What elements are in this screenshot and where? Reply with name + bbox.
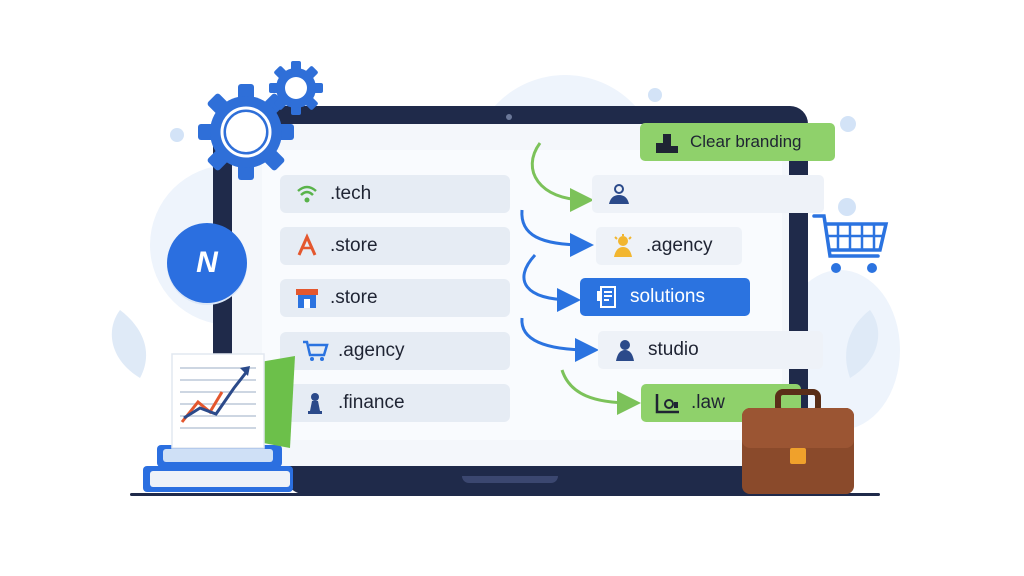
- document-icon: [594, 284, 620, 310]
- clear-branding-badge[interactable]: Clear branding: [640, 123, 835, 161]
- leaf-decoration: [111, 310, 147, 378]
- brand-logo: N: [167, 223, 247, 303]
- pawn-icon: [302, 390, 328, 416]
- book-pages: [150, 471, 290, 487]
- right-item-studio[interactable]: studio: [598, 331, 823, 369]
- right-item-people[interactable]: [592, 175, 824, 213]
- scale-icon: [655, 390, 681, 416]
- item-label: Clear branding: [690, 132, 802, 151]
- decor-dot: [838, 198, 856, 216]
- camera-icon: [506, 114, 512, 120]
- right-item-solutions[interactable]: solutions: [580, 278, 750, 316]
- person-icon: [612, 337, 638, 363]
- chart-paper-icon: [171, 353, 295, 449]
- book-top-pages: [163, 449, 273, 462]
- a-logo-icon: [294, 233, 320, 259]
- domain-label: .tech: [330, 183, 372, 204]
- item-label: .law: [691, 392, 725, 413]
- cart-icon: [302, 338, 329, 364]
- leaf-decoration: [846, 310, 879, 378]
- domain-row-finance[interactable]: .finance: [280, 384, 510, 422]
- desk-line: [130, 493, 880, 496]
- gear-icon: [269, 61, 323, 115]
- laptop-base: [286, 472, 806, 494]
- domain-label: .store: [330, 287, 378, 308]
- shop-icon: [294, 285, 320, 311]
- wifi-icon: [294, 181, 320, 207]
- domain-label: .finance: [338, 392, 405, 413]
- domain-row-agency[interactable]: .agency: [280, 332, 510, 370]
- shopping-cart-icon: [812, 214, 889, 273]
- item-label: .agency: [646, 235, 713, 256]
- decor-dot: [170, 128, 184, 142]
- gear-icon: [198, 84, 294, 180]
- item-label: solutions: [630, 286, 705, 307]
- logo-text: N: [196, 246, 218, 279]
- laptop-notch: [462, 476, 558, 483]
- person-sun-icon: [610, 233, 636, 259]
- people-icon: [606, 181, 632, 207]
- domain-label: .agency: [338, 340, 405, 361]
- right-item-agency[interactable]: .agency: [596, 227, 742, 265]
- decor-dot: [840, 116, 856, 132]
- domain-row-store-2[interactable]: .store: [280, 279, 510, 317]
- decor-dot: [648, 88, 662, 102]
- domain-label: .store: [330, 235, 378, 256]
- domain-row-tech[interactable]: .tech: [280, 175, 510, 213]
- podium-icon: [654, 129, 680, 155]
- domain-row-store[interactable]: .store: [280, 227, 510, 265]
- item-label: studio: [648, 339, 699, 360]
- briefcase-icon: [742, 389, 854, 494]
